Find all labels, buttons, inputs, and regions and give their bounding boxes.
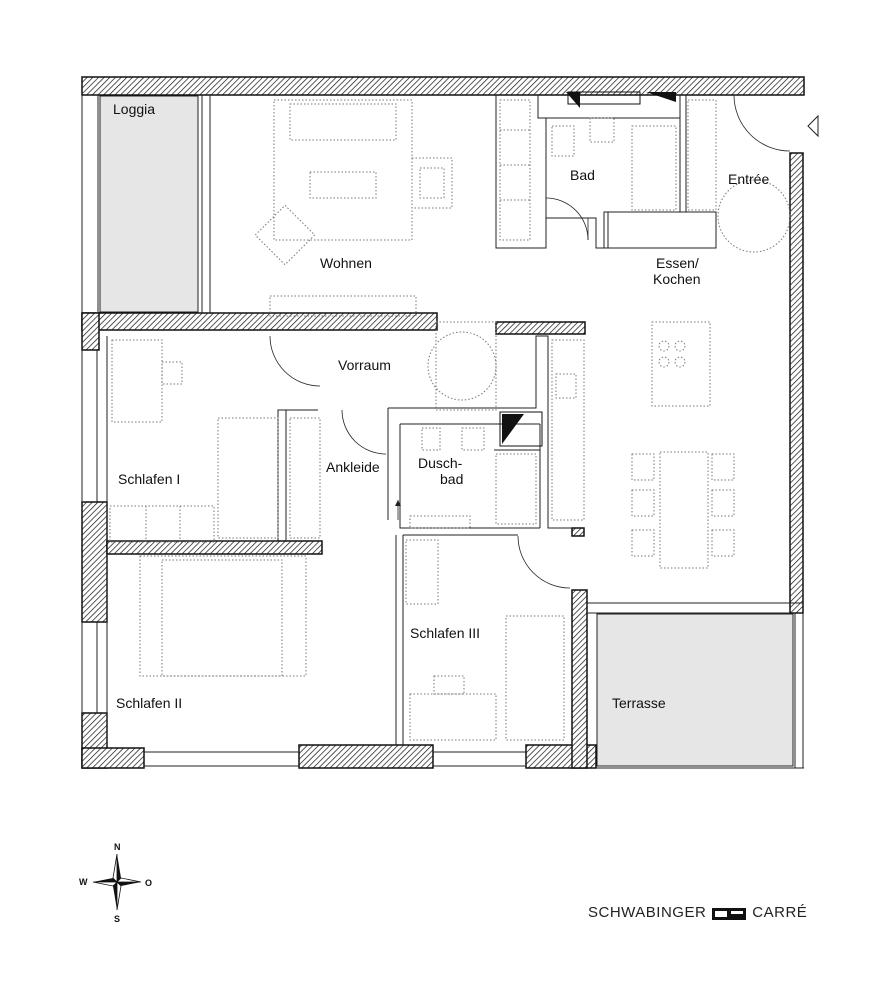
room-label-wohnen: Wohnen	[320, 255, 372, 271]
terrasse-area	[596, 613, 794, 767]
brand-right-text: CARRÉ	[752, 904, 808, 921]
room-label-essen: Essen/	[656, 255, 699, 271]
brand-left-text: SCHWABINGER	[588, 904, 707, 921]
room-label-schlafen-3: Schlafen III	[410, 625, 480, 641]
interior-walls	[106, 95, 717, 745]
room-label-loggia: Loggia	[113, 101, 155, 117]
room-label-schlafen-2: Schlafen II	[116, 695, 182, 711]
room-label-ankleide: Ankleide	[326, 459, 380, 475]
outer-walls	[81, 76, 805, 769]
compass-o: O	[145, 878, 152, 888]
room-label-terrasse: Terrasse	[612, 695, 666, 711]
compass-rose: N S W O	[79, 842, 152, 924]
room-label-duschbad-line2: bad	[440, 471, 463, 487]
furniture	[109, 99, 791, 741]
loggia-area	[99, 95, 199, 313]
brand-wordmark: SCHWABINGER CARRÉ	[588, 904, 807, 921]
compass-n: N	[114, 842, 121, 852]
shaft-markers	[499, 91, 676, 447]
room-label-vorraum: Vorraum	[338, 357, 391, 373]
room-labels: Loggia Wohnen Bad Entrée Essen/ Kochen V…	[113, 101, 769, 711]
compass-s: S	[114, 914, 120, 924]
room-label-bad: Bad	[570, 167, 595, 183]
room-label-schlafen-1: Schlafen I	[118, 471, 180, 487]
brand-logo-icon	[712, 907, 747, 920]
room-label-kochen: Kochen	[653, 271, 700, 287]
room-label-entree: Entrée	[728, 171, 769, 187]
compass-w: W	[79, 877, 88, 887]
door-swings	[269, 94, 819, 589]
window-lines	[81, 95, 804, 769]
room-label-duschbad-line1: Dusch-	[418, 455, 463, 471]
